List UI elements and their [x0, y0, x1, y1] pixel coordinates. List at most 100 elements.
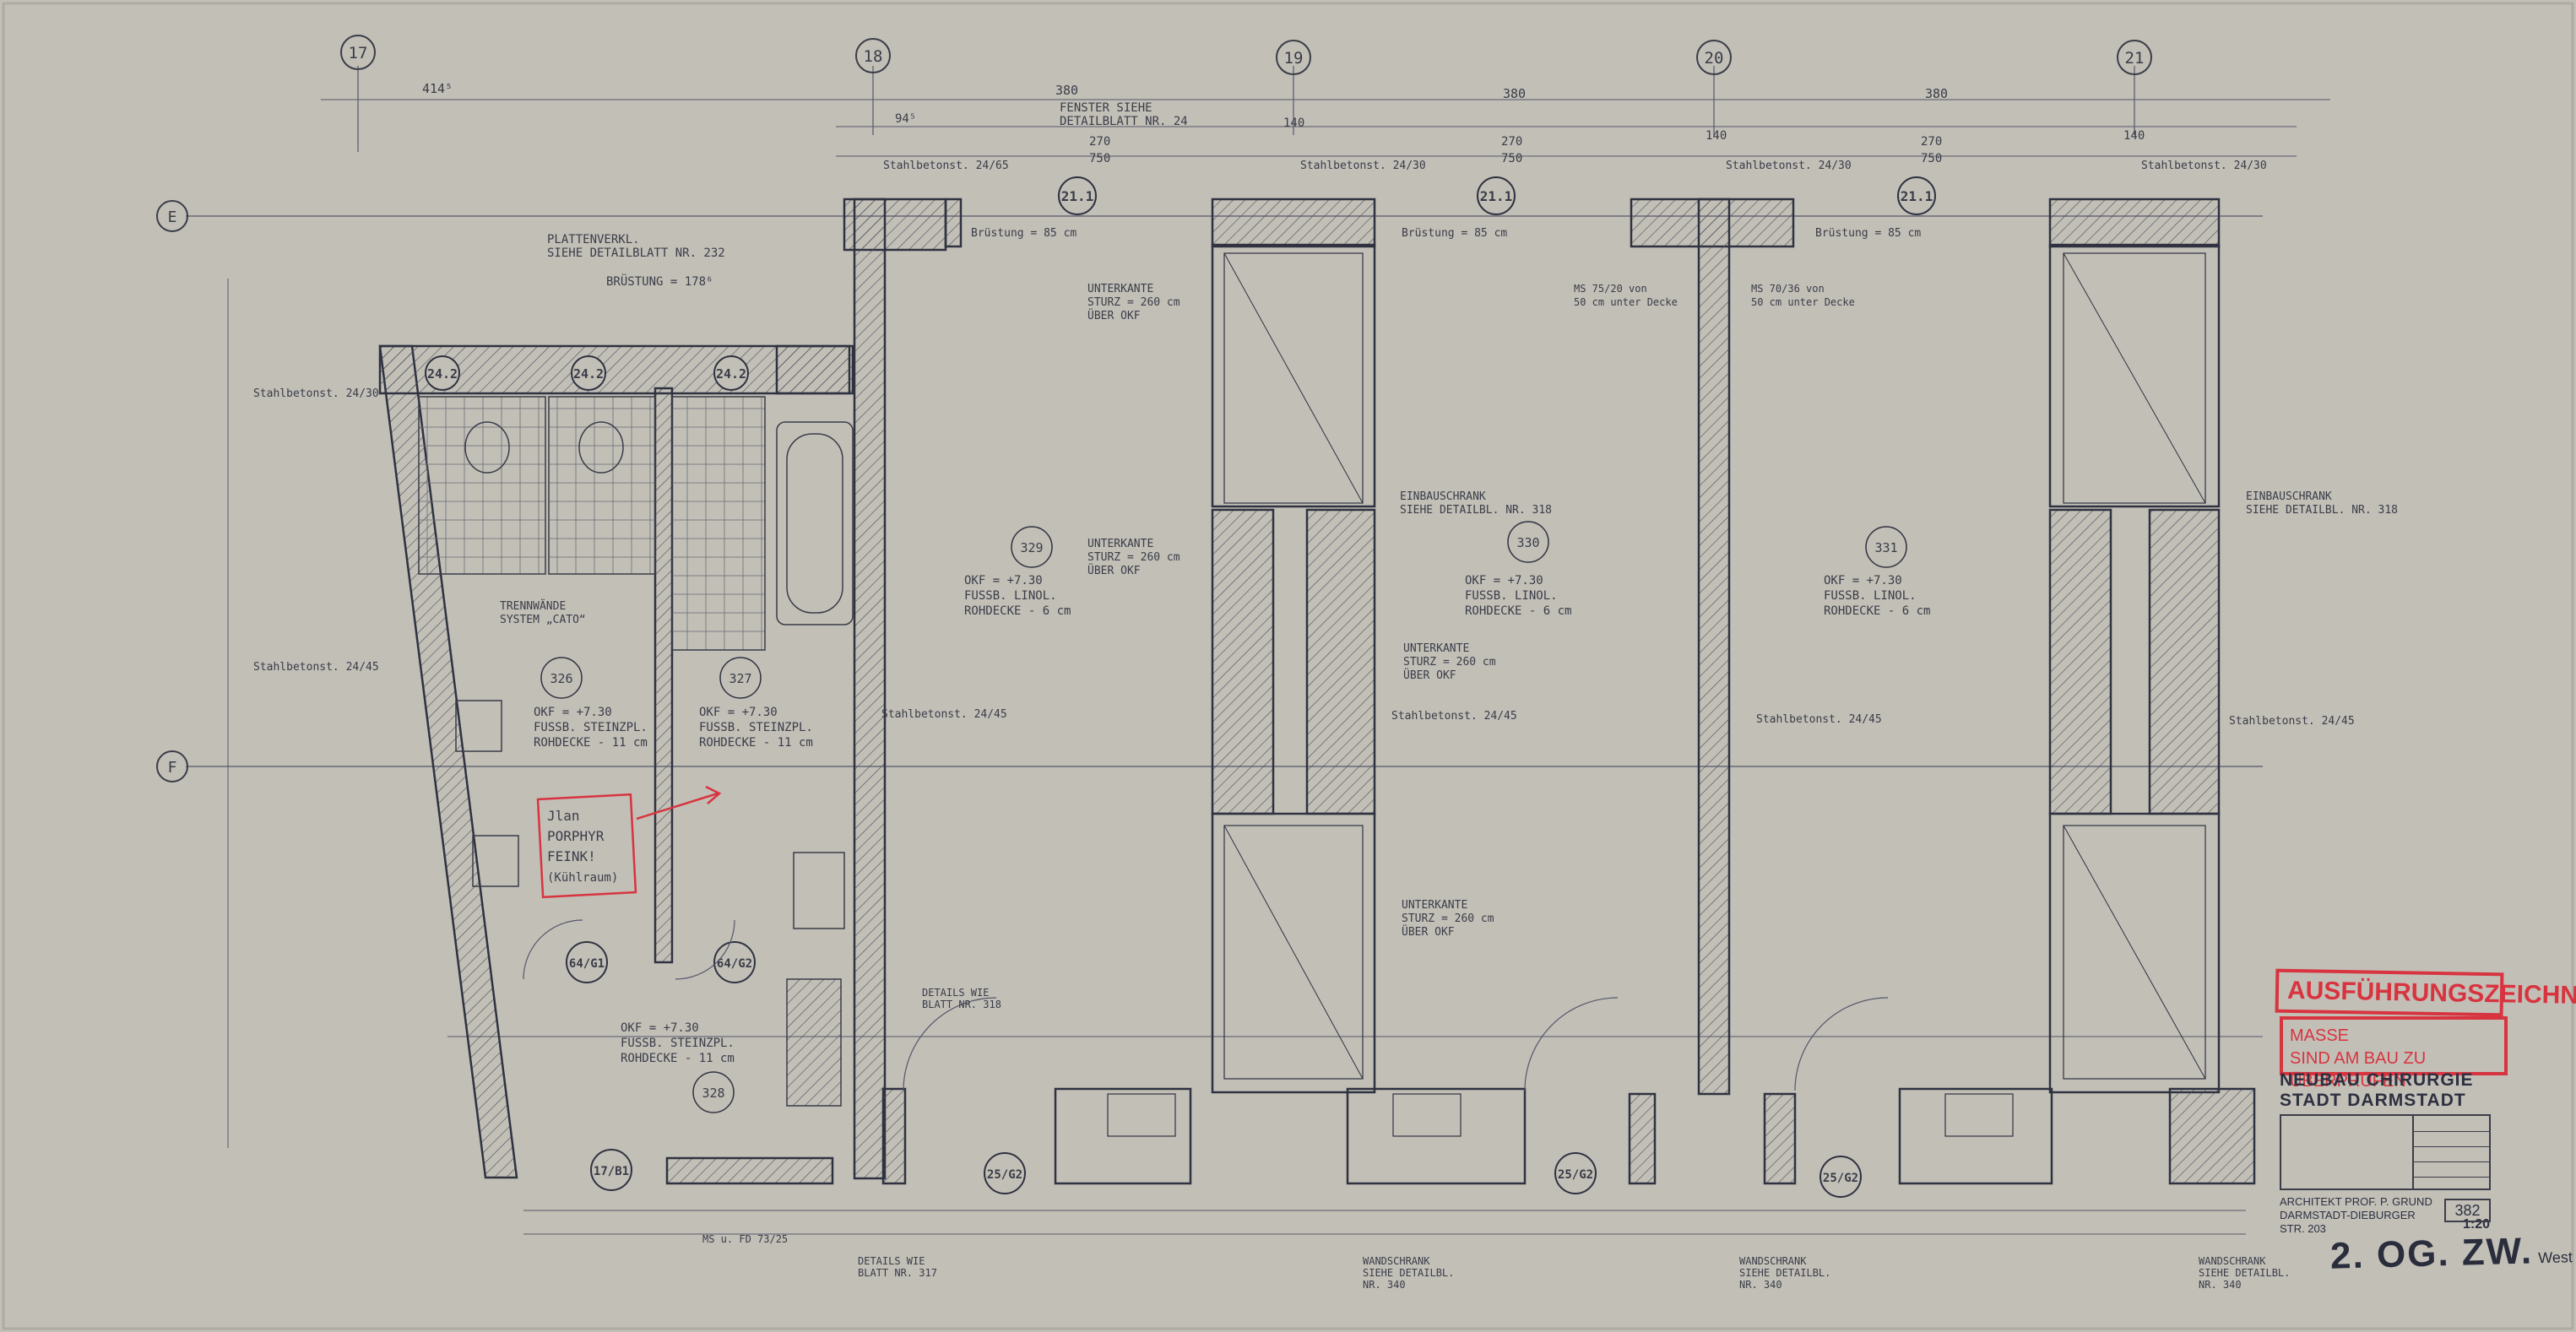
note-wandschrank-3b: SIEHE DETAILBL.	[2199, 1267, 2290, 1279]
room-labels: 326 OKF = +7.30 FUSSB. STEINZPL. ROHDECK…	[534, 521, 1930, 1113]
sheet-label-suffix: West	[2537, 1248, 2573, 1267]
bath-window-tag-2: 24.2	[573, 366, 604, 382]
note-unterkante-4b: STURZ = 260 cm	[1402, 912, 1494, 925]
wall-north-2	[1211, 198, 1376, 248]
door-tag-5: 25/G2	[1558, 1168, 1593, 1182]
note-wandschrank-3a: WANDSCHRANK	[2199, 1255, 2266, 1267]
note-fenster-1: FENSTER SIEHE	[1060, 101, 1152, 115]
cabinet-diag-1	[1223, 252, 1364, 504]
cabinets	[1211, 243, 2221, 1094]
grid-row-bubbles: E F	[156, 200, 188, 782]
handwritten-line-2: PORPHYR	[547, 828, 605, 844]
dim-upper-8: 140	[1706, 129, 1727, 143]
note-unterkante-3a: UNTERKANTE	[1403, 642, 1469, 655]
note-bruestung-85-3: Brüstung = 85 cm	[1815, 227, 1921, 240]
cabinet-pier-3	[2048, 508, 2112, 815]
execution-stamp-text: AUSFÜHRUNGSZEICHNUNG	[2286, 976, 2576, 1011]
south-stub-4	[2168, 1087, 2256, 1185]
door-tag-4: 25/G2	[987, 1168, 1022, 1182]
note-stahlbetonst-30b: Stahlbetonst. 24/30	[1726, 160, 1852, 172]
architect-address: DARMSTADT-DIEBURGER STR. 203	[2280, 1209, 2416, 1235]
dim-upper-4: 750	[1501, 152, 1522, 165]
note-plattenverkl-2: SIEHE DETAILBLATT NR. 232	[547, 246, 725, 260]
note-unterkante-4c: ÜBER OKF	[1402, 924, 1455, 939]
shaft-bath	[786, 978, 842, 1107]
room-331-floor: FUSSB. LINOL.	[1824, 589, 1917, 603]
bath-window-tag-1: 24.2	[427, 366, 458, 382]
grid-column-bubbles: 17 18 19 20 21	[340, 35, 2152, 75]
grid-label-21: 21	[2125, 49, 2145, 68]
annotations: PLATTENVERKL. SIEHE DETAILBLATT NR. 232 …	[253, 101, 2398, 1291]
room-327-okf: OKF = +7.30	[699, 706, 778, 719]
handwritten-arrowhead	[705, 785, 722, 804]
cabinet-inner-4	[2063, 825, 2206, 1080]
toilet-1	[464, 421, 510, 474]
room-326-number: 326	[550, 671, 572, 686]
room-326-slab: ROHDECKE - 11 cm	[534, 736, 648, 750]
dimensions-stamp-line-2: SIND AM BAU ZU ÜBERPRÜFEN	[2290, 1049, 2427, 1091]
wall-axis-18	[853, 198, 887, 1180]
handwritten-line-1: Jlan	[547, 808, 580, 824]
grid-label-17: 17	[349, 44, 368, 62]
architect-name: ARCHITEKT PROF. P. GRUND	[2280, 1195, 2432, 1208]
room-329-floor: FUSSB. LINOL.	[964, 589, 1057, 603]
note-trennwaende-1: TRENNWÄNDE	[500, 599, 566, 613]
handwritten-line-3: FEINK!	[547, 848, 596, 864]
dim-upper-3: 270	[1501, 135, 1522, 149]
note-wandschrank-2a: WANDSCHRANK	[1739, 1255, 1807, 1267]
wardrobe-2	[1346, 1087, 1527, 1185]
grid-label-20: 20	[1705, 49, 1724, 68]
room-328-okf: OKF = +7.30	[621, 1021, 699, 1035]
washbasin-3	[793, 852, 845, 929]
dim-upper-5: 270	[1921, 135, 1942, 149]
note-unterkante-4a: UNTERKANTE	[1402, 899, 1467, 912]
note-stahlbetonst-19: Stahlbetonst. 24/45	[1391, 710, 1517, 723]
cabinet-inner-2	[1223, 825, 1364, 1080]
grid-label-19: 19	[1284, 49, 1304, 68]
handwritten-arrow	[636, 792, 719, 820]
note-unterkante-1c: ÜBER OKF	[1087, 308, 1141, 322]
cabinet-frame-1	[1211, 243, 1376, 508]
note-bruestung-85-2: Brüstung = 85 cm	[1402, 227, 1507, 240]
window-tag-3: 21.1	[1901, 188, 1933, 204]
bathtub-inner	[786, 433, 843, 614]
note-fenster-2: DETAILBLATT NR. 24	[1060, 115, 1188, 128]
window-tag-2: 21.1	[1480, 188, 1513, 204]
south-wall-bath	[665, 1156, 834, 1185]
bath-fixtures	[418, 396, 854, 1107]
dimension-chains	[227, 99, 2330, 1235]
window-tags: 21.1 21.1 21.1 24.2 24.2 24.2	[425, 176, 1936, 391]
architect-block: ARCHITEKT PROF. P. GRUND DARMSTADT-DIEBU…	[2280, 1195, 2440, 1236]
note-unterkante-3b: STURZ = 260 cm	[1403, 656, 1496, 669]
cabinet-diag-4	[2063, 825, 2206, 1080]
washbasin-1	[455, 700, 502, 752]
room-330-floor: FUSSB. LINOL.	[1465, 589, 1558, 603]
note-ms-2: 50 cm unter Decke	[1574, 296, 1678, 308]
note-unterkante-1a: UNTERKANTE	[1087, 283, 1153, 295]
dim-upper-1: 270	[1089, 135, 1110, 149]
room-331-slab: ROHDECKE - 6 cm	[1824, 604, 1930, 618]
note-unterkante-1b: STURZ = 260 cm	[1087, 296, 1180, 309]
note-stahlbetonst-30c: Stahlbetonst. 24/30	[2141, 160, 2267, 172]
dimensions-stamp-line-1: MASSE	[2290, 1026, 2350, 1045]
grid-label-E: E	[168, 208, 177, 226]
note-stahlbetonst-21: Stahlbetonst. 24/45	[2229, 715, 2355, 728]
note-unterkante-3c: ÜBER OKF	[1403, 668, 1456, 682]
note-einbauschrank-2a: EINBAUSCHRANK	[2246, 490, 2332, 503]
note-wandschrank-3c: NR. 340	[2199, 1279, 2242, 1291]
room-328-floor: FUSSB. STEINZPL.	[621, 1037, 735, 1050]
door-tag-1: 64/G1	[569, 957, 605, 971]
note-stahlbetonst-18: Stahlbetonst. 24/45	[881, 708, 1007, 721]
note-einbauschrank-1a: EINBAUSCHRANK	[1400, 490, 1486, 503]
project-client: STADT DARMSTADT	[2280, 1091, 2466, 1110]
handwritten-note: Jlan PORPHYR FEINK! (Kühlraum)	[536, 785, 722, 899]
wall-bath-divider	[653, 387, 674, 964]
cabinet-frame-4	[2048, 812, 2221, 1094]
note-wandschrank-1c: NR. 340	[1363, 1279, 1406, 1291]
note-ms-3: MS 70/36 von	[1751, 283, 1825, 295]
south-stub-3	[1763, 1092, 1797, 1185]
note-wandschrank-1a: WANDSCHRANK	[1363, 1255, 1430, 1267]
dim-upper-0: 94⁵	[895, 112, 916, 126]
room-330-okf: OKF = +7.30	[1465, 574, 1543, 587]
cabinet-diag-3	[2063, 252, 2206, 504]
